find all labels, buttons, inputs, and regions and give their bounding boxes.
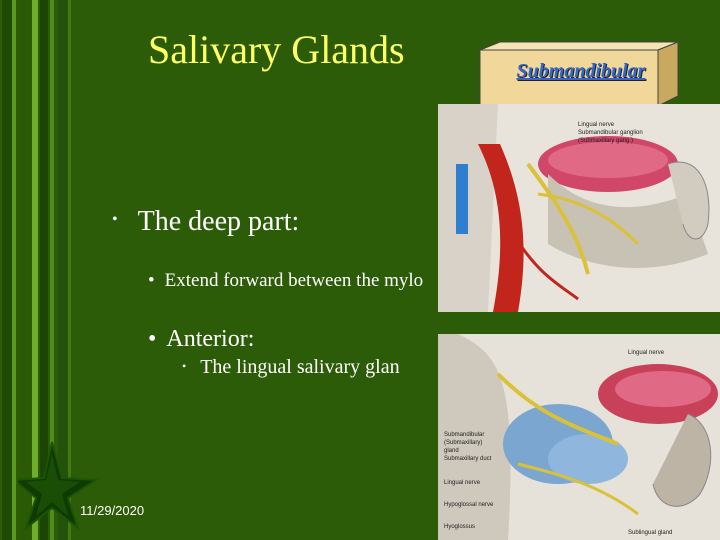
illustration-label: Submaxillary duct — [444, 456, 492, 462]
illustration-label: Sublingual gland — [628, 530, 672, 536]
illustration-label: Lingual nerve — [578, 122, 615, 128]
illustration-label: gland — [444, 448, 459, 454]
bullet-lingual-gland: •The lingual salivary glan — [182, 356, 400, 378]
bullet-anterior: •Anterior: — [148, 326, 255, 352]
star-icon — [18, 441, 98, 530]
illustration-label: Lingual nerve — [444, 480, 481, 486]
bullet-text: Anterior: — [166, 326, 255, 352]
submandibular-box — [479, 41, 679, 107]
illustration-label: (Submaxillary gang.) — [578, 138, 633, 144]
bullet-text: The lingual salivary glan — [200, 356, 400, 378]
slide-date: 11/29/2020 — [80, 503, 145, 518]
box-label: Submandibular — [516, 60, 646, 82]
illustration-label: Submandibular — [444, 432, 484, 438]
illustration-label: Hypoglossal nerve — [444, 502, 494, 508]
submandibular-illustration-top: Lingual nerve Submandibular ganglion (Su… — [438, 104, 720, 312]
bullet-text: Extend forward between the mylo — [164, 270, 424, 291]
bullet-deep-part: •The deep part: — [112, 206, 300, 237]
bullet-text: The deep part: — [137, 206, 300, 237]
submandibular-illustration-bottom: Lingual nerve Submandibular (Submaxillar… — [438, 334, 720, 540]
illustration-label: Hyoglossus — [444, 524, 475, 530]
illustration-label: Submandibular ganglion — [578, 130, 643, 136]
decorative-stripes — [0, 0, 78, 540]
bullet-extend-forward: •Extend forward between the mylo — [148, 270, 424, 291]
illustration-label: Lingual nerve — [628, 350, 665, 356]
slide-title: Salivary Glands — [148, 27, 405, 72]
illustration-label: (Submaxillary) — [444, 440, 482, 446]
